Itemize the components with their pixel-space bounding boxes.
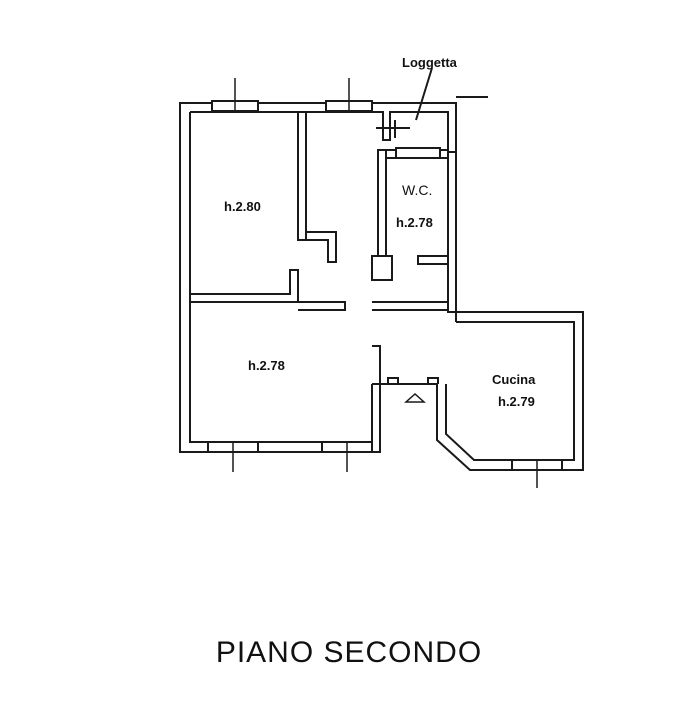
- divider-middle: [298, 301, 346, 311]
- partition-top: [297, 112, 307, 241]
- inner-wall: [190, 111, 456, 153]
- loggia-lines: [376, 120, 410, 138]
- kitchen-height: h.2.79: [498, 394, 535, 409]
- room-height-top-left: h.2.80: [224, 199, 261, 214]
- loggia-pointer: [415, 67, 433, 121]
- room-height-bottom-left: h.2.78: [248, 358, 285, 373]
- wc-left-wall: [377, 149, 387, 257]
- kitchen-inner: [445, 321, 575, 461]
- entry-jamb: [387, 377, 399, 384]
- floor-title: PIANO SECONDO: [215, 636, 483, 669]
- entry-jamb-right: [427, 377, 439, 384]
- outer-wall: [179, 102, 584, 471]
- wc-door-stub: [371, 255, 393, 281]
- partition-stub: [306, 231, 337, 263]
- window-axes: [232, 78, 538, 488]
- loggia-label: Loggetta: [402, 55, 457, 70]
- wc-name: W.C.: [402, 182, 433, 198]
- corridor-wall: [372, 301, 449, 311]
- entry-wall: [372, 345, 381, 385]
- wc-height: h.2.78: [396, 215, 433, 230]
- kitchen-name: Cucina: [492, 372, 536, 387]
- corridor-right-wall: [447, 151, 457, 313]
- inner-wall-left: [189, 112, 373, 443]
- window-wc: [395, 147, 441, 159]
- entrance-arrow-icon: [404, 392, 426, 403]
- wall-lines: [179, 67, 584, 471]
- divider-left: [190, 269, 299, 303]
- wc-bottom-stub: [417, 255, 449, 265]
